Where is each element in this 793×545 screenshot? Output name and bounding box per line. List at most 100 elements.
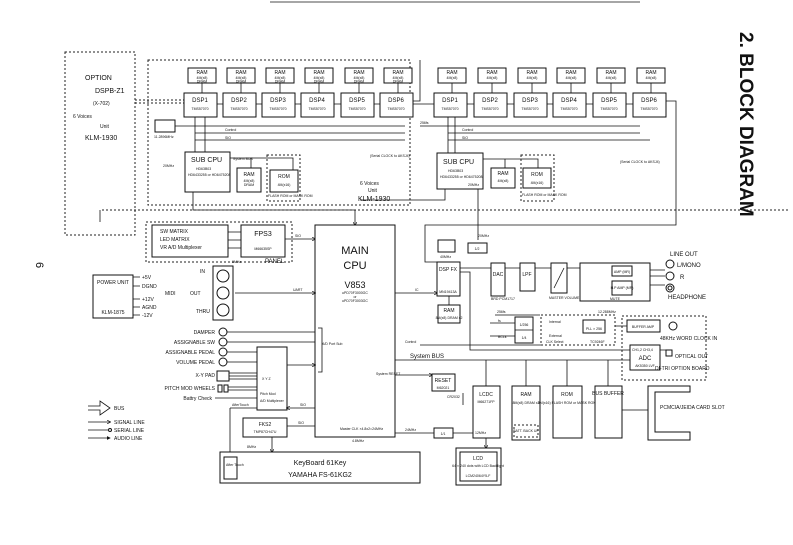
svg-text:FLASH ROM or MASK ROM: FLASH ROM or MASK ROM [522, 193, 567, 197]
svg-text:SIO: SIO [300, 403, 306, 407]
svg-text:RAM: RAM [313, 70, 324, 76]
option-dspb-z1: OPTION DSPB-Z1 (X-702) 6 Voices Unit KLM… [64, 51, 185, 236]
svg-text:4M(x8): 4M(x8) [275, 76, 286, 80]
svg-text:DSP4: DSP4 [561, 98, 577, 104]
svg-text:VOLUME PEDAL: VOLUME PEDAL [176, 360, 215, 366]
svg-text:X-Y PAD: X-Y PAD [195, 373, 215, 379]
svg-text:4M(x16): 4M(x16) [278, 183, 291, 187]
svg-text:KLM-1875: KLM-1875 [101, 310, 124, 316]
svg-text:+5V: +5V [142, 275, 152, 281]
svg-text:DGND: DGND [142, 284, 157, 290]
svg-text:CLK Select: CLK Select [546, 340, 564, 344]
svg-text:RAM: RAM [443, 308, 454, 314]
svg-text:ROM: ROM [531, 172, 543, 178]
svg-text:SW MATRIX: SW MATRIX [160, 229, 189, 235]
svg-text:HD6433255 or HD6475208: HD6433255 or HD6475208 [440, 175, 482, 179]
fks2: FKS2 TMP87CH47U 8MHz SIO [242, 417, 315, 452]
svg-text:6 Voices: 6 Voices [73, 114, 92, 120]
svg-text:SUB CPU: SUB CPU [191, 157, 222, 164]
svg-text:MUTE: MUTE [610, 297, 621, 301]
panel-block: SW MATRIX LED MATRIX VR A/D Multiplexer … [145, 221, 315, 265]
pitch-wheel-icon [217, 384, 223, 393]
svg-text:DRAM: DRAM [393, 80, 403, 84]
svg-text:TMS57070: TMS57070 [191, 107, 208, 111]
svg-text:M66271FP: M66271FP [477, 400, 495, 404]
svg-text:4M(x8): 4M(x8) [487, 76, 498, 80]
svg-text:System BUS: System BUS [233, 157, 254, 161]
svg-text:48KHz WORD CLOCK IN: 48KHz WORD CLOCK IN [660, 336, 718, 342]
svg-text:ASSIGNABLE PEDAL: ASSIGNABLE PEDAL [166, 350, 216, 356]
svg-text:-12V: -12V [142, 313, 153, 319]
svg-text:TMS57070: TMS57070 [560, 107, 577, 111]
main-cpu: MAIN CPU V853 uPD70F3000GC or uPD70F3003… [235, 210, 437, 443]
line-out-r-jack-icon [665, 271, 675, 281]
svg-text:LCDC: LCDC [479, 392, 493, 398]
svg-text:20MHz: 20MHz [478, 234, 489, 238]
svg-text:DSP4: DSP4 [309, 98, 325, 104]
svg-text:ROM: ROM [561, 392, 573, 398]
svg-text:DRAM: DRAM [236, 80, 246, 84]
svg-text:DSP5: DSP5 [601, 98, 617, 104]
di-tri-option-board: BUFFER AMP 48KHz WORD CLOCK IN ADC AK535… [460, 271, 718, 381]
svg-text:uPD70F3000GC: uPD70F3000GC [342, 291, 368, 295]
sub-cpu-left [184, 151, 231, 193]
svg-text:VR A/D Multiplexer: VR A/D Multiplexer [160, 245, 202, 251]
svg-text:V853: V853 [344, 280, 365, 290]
svg-text:RAM: RAM [486, 70, 497, 76]
svg-text:DSP2: DSP2 [231, 98, 247, 104]
svg-text:A/D Port Sub: A/D Port Sub [322, 342, 342, 346]
svg-text:BATT. BACK UP: BATT. BACK UP [513, 429, 539, 433]
svg-text:11.2896MHz: 11.2896MHz [154, 135, 174, 139]
svg-text:+12V: +12V [142, 297, 154, 303]
svg-text:RAM: RAM [274, 70, 285, 76]
svg-text:4M(x8): 4M(x8) [527, 76, 538, 80]
svg-text:LPF: LPF [522, 272, 531, 278]
svg-text:4M(x8): 4M(x8) [314, 76, 325, 80]
controller-inputs: DAMPER ASSIGNABLE SW ASSIGNABLE PEDAL VO… [164, 327, 323, 455]
svg-text:DSP6: DSP6 [641, 98, 657, 104]
midi-in-connector-icon [216, 269, 230, 283]
svg-text:MAIN: MAIN [341, 245, 369, 257]
svg-text:Control: Control [462, 128, 474, 132]
svg-text:RAM: RAM [446, 70, 457, 76]
svg-text:System RESET: System RESET [376, 372, 401, 376]
svg-text:RAM: RAM [235, 70, 246, 76]
svg-text:RAM: RAM [520, 392, 531, 398]
page-number: 6 [33, 262, 45, 268]
svg-text:KLM-1930: KLM-1930 [85, 135, 117, 142]
keyboard: After Touch KeyBoard 61Key YAMAHA FS-61K… [219, 451, 421, 484]
svg-text:FPS3: FPS3 [254, 231, 272, 238]
svg-text:SIO: SIO [295, 234, 301, 238]
svg-text:TMS57070: TMS57070 [348, 107, 365, 111]
svg-text:RAM: RAM [353, 70, 364, 76]
svg-text:4M(x16): 4M(x16) [531, 181, 544, 185]
svg-text:PCMCIA/JEIDA CARD SLOT: PCMCIA/JEIDA CARD SLOT [660, 405, 725, 411]
svg-text:4M(x8): 4M(x8) [447, 76, 458, 80]
svg-text:SIO: SIO [298, 421, 304, 425]
svg-text:X Y Z: X Y Z [262, 377, 271, 381]
svg-text:HD6433255 or HD6475208: HD6433255 or HD6475208 [188, 173, 230, 177]
svg-text:DSP1: DSP1 [442, 98, 458, 104]
svg-text:DAMPER: DAMPER [194, 330, 216, 336]
svg-text:8MHz: 8MHz [247, 445, 256, 449]
svg-text:256fs: 256fs [420, 121, 429, 125]
svg-text:4M(x8): 4M(x8) [606, 76, 617, 80]
svg-text:8M(x8) DRAM x2: 8M(x8) DRAM x2 [436, 316, 463, 320]
svg-text:HD63B03: HD63B03 [196, 167, 211, 171]
svg-text:12.288MHz: 12.288MHz [598, 310, 616, 314]
svg-text:24MHz: 24MHz [405, 428, 416, 432]
midi-ports: IN MIDI OUT THRU [165, 265, 234, 321]
svg-text:4M(x8): 4M(x8) [197, 76, 208, 80]
lcd: LCD 64 × 240 dots with LCD Backlight LCM… [452, 447, 504, 486]
svg-text:OPTICAL OUT: OPTICAL OUT [675, 354, 708, 360]
svg-text:AUDIO LINE: AUDIO LINE [114, 436, 143, 442]
svg-text:12MHz: 12MHz [475, 431, 486, 435]
bus-arrow-icon [88, 400, 111, 416]
svg-text:SIO: SIO [462, 136, 468, 140]
svg-text:MASTER VOLUME: MASTER VOLUME [549, 296, 580, 300]
svg-text:DRAM: DRAM [354, 80, 364, 84]
svg-text:RAM: RAM [497, 171, 508, 177]
svg-text:DRAM: DRAM [197, 80, 207, 84]
svg-text:4M(x8): 4M(x8) [354, 76, 365, 80]
